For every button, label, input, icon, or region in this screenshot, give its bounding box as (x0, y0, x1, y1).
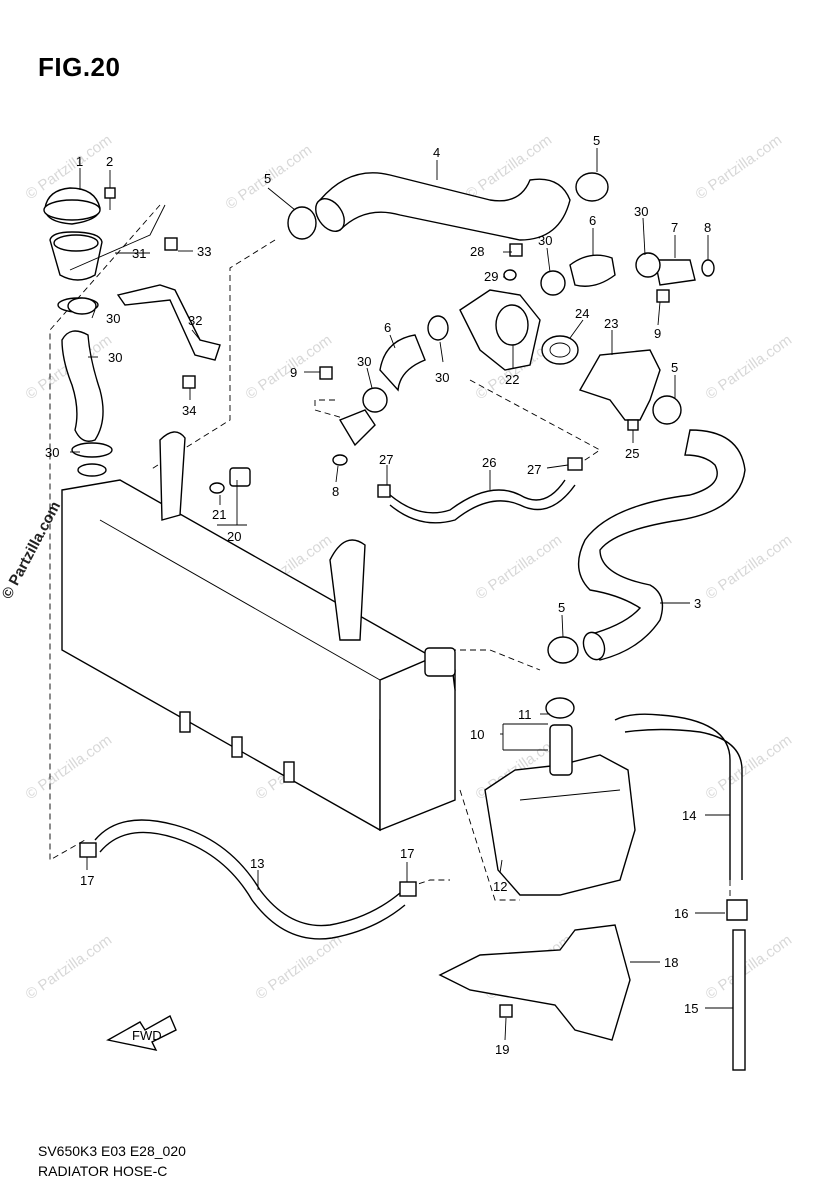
callout-22: 22 (505, 372, 519, 387)
callout-28: 28 (470, 244, 484, 259)
callout-14: 14 (682, 808, 696, 823)
figure-title: FIG.20 (38, 52, 121, 82)
callout-26: 26 (482, 455, 496, 470)
callout-25: 25 (625, 446, 639, 461)
callout-30: 30 (357, 354, 371, 369)
bracket-bolt (164, 237, 196, 389)
callout-20: 20 (227, 529, 241, 544)
watermark: © Partzilla.com (703, 731, 796, 803)
callout-9: 9 (654, 326, 661, 341)
radiator-cap (43, 187, 101, 225)
callout-23: 23 (604, 316, 618, 331)
watermark: © Partzilla.com (253, 931, 346, 1003)
callout-10: 10 (470, 727, 484, 742)
callout-5: 5 (264, 171, 271, 186)
forward-arrow-label: FWD (132, 1028, 162, 1043)
filler-bracket (116, 284, 221, 361)
callout-6: 6 (384, 320, 391, 335)
watermark: © Partzilla.com (703, 531, 796, 603)
hose-26 (389, 479, 576, 524)
callout-30: 30 (634, 204, 648, 219)
callout-21: 21 (212, 507, 226, 522)
cap-bolt (104, 187, 116, 210)
watermark: © Partzilla.com (693, 131, 786, 203)
thermostat-24 (541, 335, 579, 365)
filler-hose (57, 297, 113, 477)
callout-8: 8 (704, 220, 711, 235)
callout-16: 16 (674, 906, 688, 921)
callout-27: 27 (527, 462, 541, 477)
callout-30: 30 (45, 445, 59, 460)
callout-27: 27 (379, 452, 393, 467)
callout-32: 31 (132, 246, 146, 261)
callout-17: 17 (80, 873, 94, 888)
callout-labels: 1 2 3 4 5 5 5 5 6 6 7 8 8 9 9 10 11 12 1… (45, 133, 711, 1057)
callout-4: 4 (433, 145, 440, 160)
watermark: © Partzilla.com (0, 499, 64, 602)
callout-31: 30 (108, 350, 122, 365)
leader-lines (70, 148, 733, 1041)
callout-13: 13 (250, 856, 264, 871)
hose-6-upper (569, 254, 616, 287)
hose-6-left (379, 334, 426, 392)
watermark: © Partzilla.com (703, 931, 796, 1003)
callout-35: 34 (182, 403, 196, 418)
watermark: © Partzilla.com (23, 931, 116, 1003)
hose-13 (94, 819, 406, 940)
callout-18: 18 (664, 955, 678, 970)
reservoir-tank (484, 697, 636, 896)
callout-1: 1 (76, 154, 83, 169)
thermostat-housing-22 (459, 289, 541, 371)
callout-8: 8 (332, 484, 339, 499)
callout-6: 6 (589, 213, 596, 228)
callout-30: 30 (538, 233, 552, 248)
reservoir-bracket (438, 924, 631, 1041)
callout-5: 5 (558, 600, 565, 615)
figure-name: RADIATOR HOSE-C (38, 1163, 168, 1179)
hose-3 (577, 429, 746, 661)
callout-11: 11 (518, 707, 532, 722)
callout-15: 15 (684, 1001, 698, 1016)
thermostat-cover-23 (578, 349, 661, 421)
pipe-7 (654, 259, 715, 286)
drain-fitting (209, 467, 251, 494)
callout-9: 9 (290, 365, 297, 380)
filler-neck (49, 204, 166, 281)
radiator (61, 431, 456, 832)
watermark: © Partzilla.com (473, 531, 566, 603)
watermark: © Partzilla.com (23, 731, 116, 803)
callout-19: 19 (495, 1042, 509, 1057)
callout-33: 32 (188, 313, 202, 328)
callout-30: 30 (106, 311, 120, 326)
figure-code: SV650K3 E03 E28_020 (38, 1143, 186, 1159)
fitting-left-8 (332, 409, 376, 466)
callout-2: 2 (106, 154, 113, 169)
callout-12: 12 (493, 879, 507, 894)
callout-34: 33 (197, 244, 211, 259)
callout-3: 3 (694, 596, 701, 611)
callout-30: 30 (435, 370, 449, 385)
callout-5: 5 (671, 360, 678, 375)
hose-clamps (67, 172, 682, 897)
callout-5: 5 (593, 133, 600, 148)
forward-arrow: FWD (106, 1015, 177, 1051)
upper-hose-4 (315, 172, 571, 241)
watermark: © Partzilla.com (703, 331, 796, 403)
callout-7: 7 (671, 220, 678, 235)
callout-29: 29 (484, 269, 498, 284)
overflow-hose-14-15 (614, 713, 748, 1071)
callout-24: 24 (575, 306, 589, 321)
water-temp-sensor-28 (503, 243, 523, 281)
callout-17: 17 (400, 846, 414, 861)
